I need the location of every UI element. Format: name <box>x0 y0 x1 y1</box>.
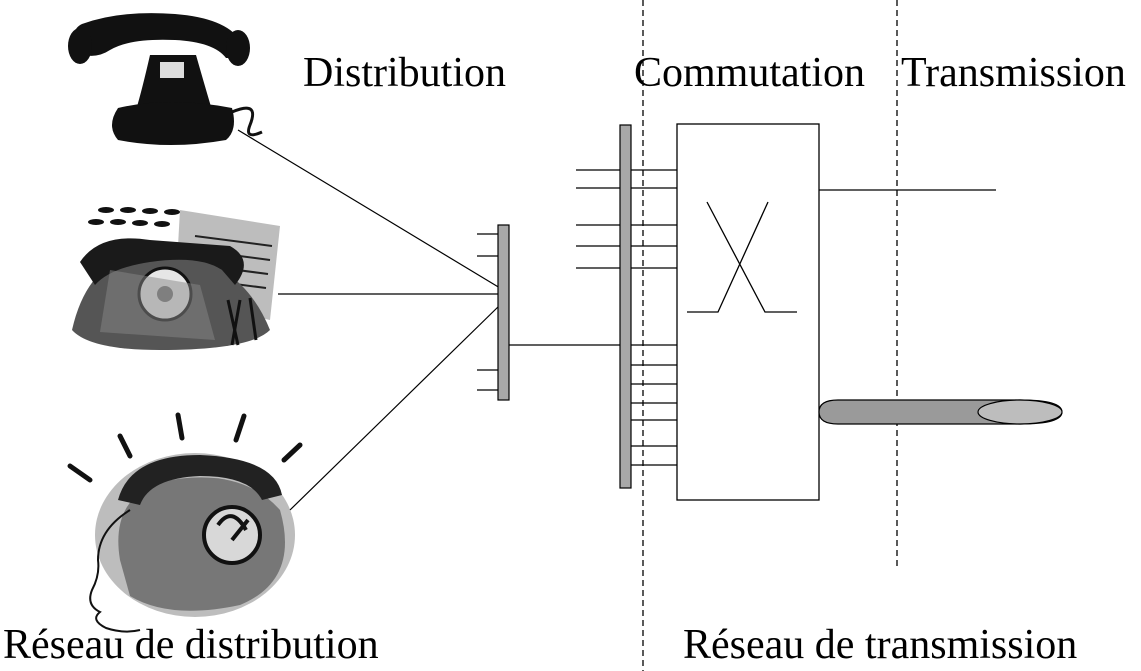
section-title-distribution: Distribution <box>303 50 507 96</box>
antique-telephone-icon <box>68 13 263 145</box>
switch-cross-icon <box>687 201 797 313</box>
line-phone3-to-bar <box>289 304 501 511</box>
section-title-commutation: Commutation <box>634 50 865 96</box>
section-title-transmission: Transmission <box>901 50 1126 96</box>
main-bar-left-stubs <box>576 169 620 269</box>
cable-icon <box>818 399 1063 425</box>
label-transmission-network: Réseau de transmission <box>683 622 1078 668</box>
distribution-bar <box>497 224 510 401</box>
distribution-bar-stubs <box>477 233 498 391</box>
main-bar <box>619 124 632 489</box>
line-phone1-to-bar <box>237 129 501 289</box>
main-bar-to-switch-lines <box>631 169 677 466</box>
ringing-telephone-icon <box>72 207 280 350</box>
label-distribution-network: Réseau de distribution <box>3 622 379 668</box>
rotary-telephone-icon <box>67 412 303 633</box>
